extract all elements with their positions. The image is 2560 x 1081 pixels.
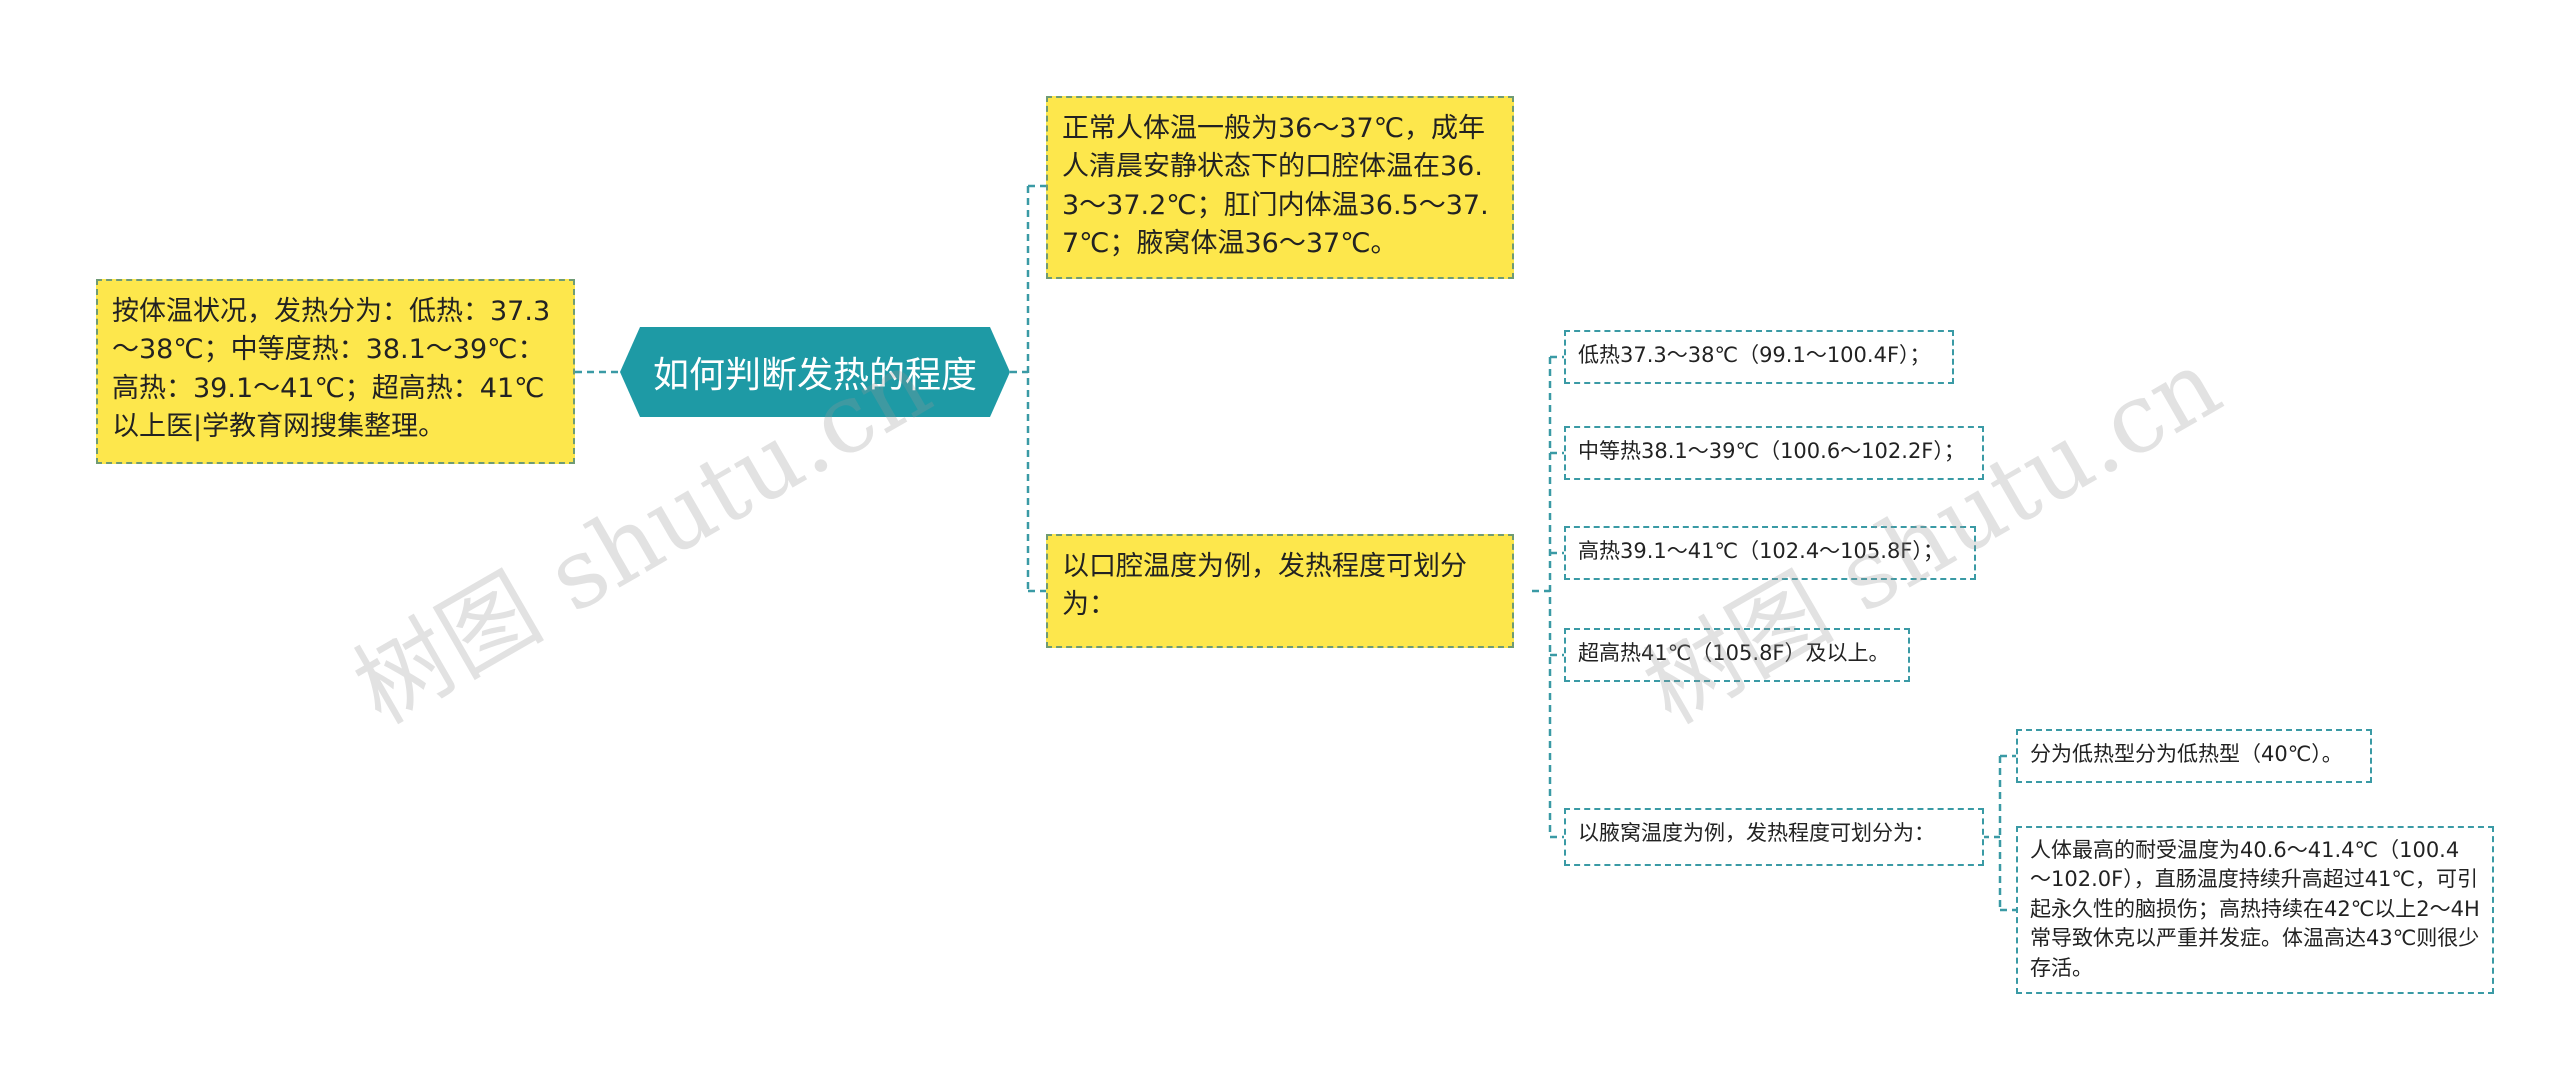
child-moderate-fever[interactable]: 中等热38.1～39℃（100.6～102.2F）； — [1564, 426, 1984, 480]
connectors — [575, 184, 2016, 912]
left-note-node[interactable]: 按体温状况，发热分为：低热：37.3～38℃；中等度热：38.1～39℃：高热：… — [96, 279, 575, 464]
child-armpit-temperature[interactable]: 以腋窝温度为例，发热程度可划分为： — [1564, 808, 1984, 866]
branch-oral-temperature[interactable]: 以口腔温度为例，发热程度可划分为： — [1046, 534, 1514, 648]
child-low-fever[interactable]: 低热37.3～38℃（99.1～100.4F）； — [1564, 330, 1954, 384]
branch-normal-temperature[interactable]: 正常人体温一般为36～37℃，成年人清晨安静状态下的口腔体温在36.3～37.2… — [1046, 96, 1514, 279]
center-node-label[interactable]: 如何判断发热的程度 — [652, 355, 977, 396]
grandchild-max-tolerance[interactable]: 人体最高的耐受温度为40.6～41.4℃（100.4～102.0F），直肠温度持… — [2016, 826, 2494, 994]
grandchild-low-fever-type[interactable]: 分为低热型分为低热型（40℃）。 — [2016, 729, 2372, 783]
child-high-fever[interactable]: 高热39.1～41℃（102.4～105.8F）； — [1564, 526, 1976, 580]
child-hyperpyrexia[interactable]: 超高热41℃（105.8F）及以上。 — [1564, 628, 1910, 682]
center-node-shape — [620, 327, 1010, 417]
